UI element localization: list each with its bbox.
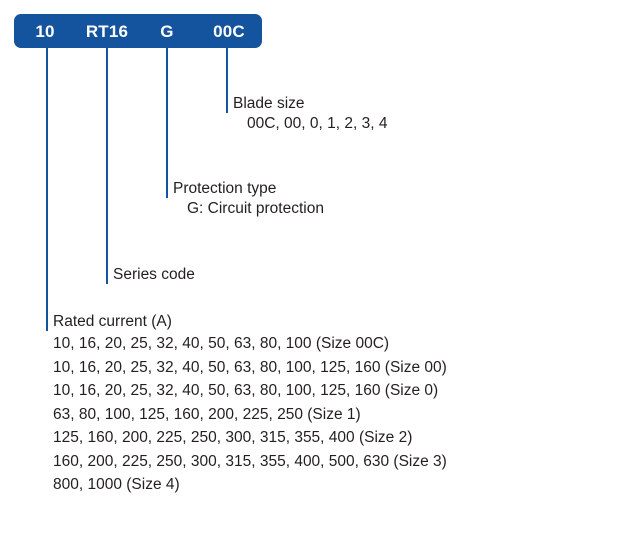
- code-segment-blade-size: 00C: [213, 21, 245, 41]
- blade-size-callout: Blade size 00C, 00, 0, 1, 2, 3, 4: [233, 94, 387, 134]
- rated-current-line: 63, 80, 100, 125, 160, 200, 225, 250 (Si…: [53, 405, 361, 423]
- connector-line-protection-type: [166, 48, 168, 198]
- rated-current-line: 125, 160, 200, 225, 250, 300, 315, 355, …: [53, 429, 413, 446]
- rated-current-line: 10, 16, 20, 25, 32, 40, 50, 63, 80, 100,…: [53, 358, 447, 376]
- rated-current-line: 160, 200, 225, 250, 300, 315, 355, 400, …: [53, 452, 447, 470]
- rated-current-heading: Rated current (A): [53, 313, 172, 330]
- blade-size-heading: Blade size: [233, 95, 305, 112]
- product-code-bar: 10 RT16 G 00C: [14, 14, 262, 48]
- code-segment-series: RT16: [85, 21, 129, 41]
- protection-type-heading: Protection type: [173, 180, 277, 197]
- rated-current-line: 800, 1000 (Size 4): [53, 476, 180, 493]
- rated-current-line: 10, 16, 20, 25, 32, 40, 50, 63, 80, 100,…: [53, 382, 439, 399]
- connector-line-rated-current: [46, 48, 48, 331]
- series-code-callout: Series code: [113, 265, 195, 285]
- blade-size-values: 00C, 00, 0, 1, 2, 3, 4: [247, 115, 388, 132]
- protection-type-values: G: Circuit protection: [187, 200, 324, 217]
- connector-line-blade-size: [226, 48, 228, 113]
- protection-type-callout: Protection type G: Circuit protection: [173, 179, 324, 219]
- rated-current-callout: Rated current (A) 10, 16, 20, 25, 32, 40…: [53, 312, 447, 497]
- rated-current-line: 10, 16, 20, 25, 32, 40, 50, 63, 80, 100 …: [53, 335, 390, 352]
- code-segment-protection: G: [160, 21, 174, 41]
- code-segment-rated-current: 10: [35, 21, 55, 41]
- connector-line-series-code: [106, 48, 108, 284]
- series-code-heading: Series code: [113, 266, 195, 283]
- rated-current-line-list: 10, 16, 20, 25, 32, 40, 50, 63, 80, 100 …: [53, 332, 447, 497]
